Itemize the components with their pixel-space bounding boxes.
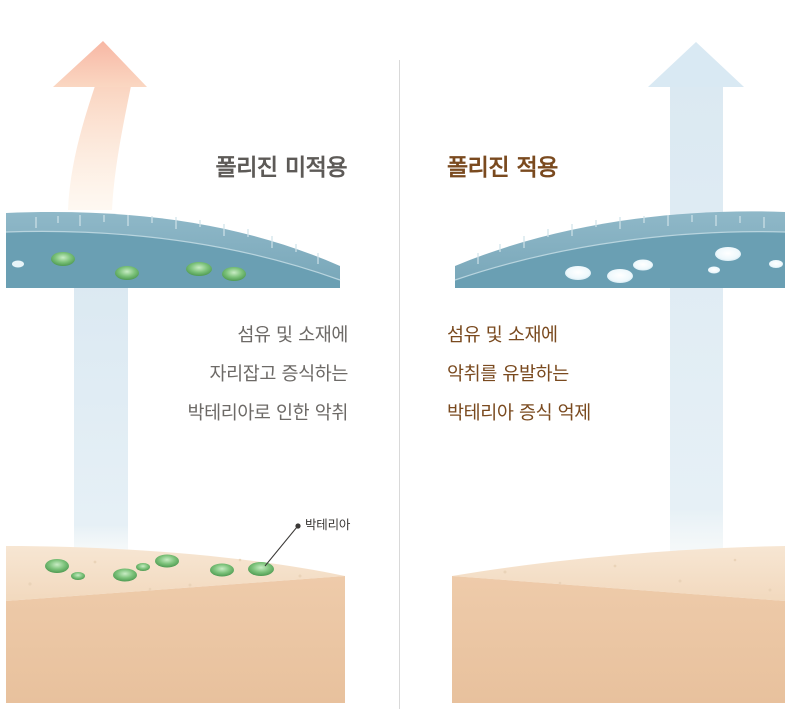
description-line: 섬유 및 소재에 xyxy=(237,325,348,346)
bacteria-dot xyxy=(136,563,150,571)
fabric-pore xyxy=(12,260,24,268)
transfer-beam-left xyxy=(74,282,128,552)
bacteria-dot xyxy=(71,572,85,580)
clean-bubble xyxy=(633,259,653,271)
clean-bubble xyxy=(607,269,633,283)
description-line: 악취를 유발하는 xyxy=(447,364,569,385)
bacteria-dot xyxy=(51,252,75,266)
skin-layer-left xyxy=(6,546,345,703)
clean-bubble xyxy=(708,266,720,274)
title-treated: 폴리진 적용 xyxy=(447,155,558,181)
bacteria-callout-leader xyxy=(264,523,301,567)
clean-bubble xyxy=(565,266,591,280)
clean-bubble xyxy=(715,247,741,261)
clean-air-arrow xyxy=(648,42,744,556)
description-line: 박테리아 증식 억제 xyxy=(447,403,591,424)
bacteria-dot xyxy=(222,267,246,281)
bacteria-dot xyxy=(115,266,139,280)
bacteria-dot xyxy=(210,563,234,577)
fabric-layer-untreated xyxy=(5,212,341,288)
description-line: 섬유 및 소재에 xyxy=(447,325,558,346)
bacteria-dot xyxy=(186,262,212,276)
title-untreated: 폴리진 미적용 xyxy=(215,155,348,181)
bacteria-callout-label: 박테리아 xyxy=(305,517,351,532)
description-untreated: 섬유 및 소재에 자리잡고 증식하는 박테리아로 인한 악취 xyxy=(187,316,348,433)
skin-layer-right xyxy=(452,546,785,703)
odor-arrow xyxy=(53,41,147,210)
fabric-layer-treated xyxy=(454,211,786,288)
description-line: 자리잡고 증식하는 xyxy=(209,364,349,385)
bacteria-dot xyxy=(113,568,137,582)
clean-bubble xyxy=(769,260,783,268)
bacteria-dot xyxy=(45,559,69,573)
description-treated: 섬유 및 소재에 악취를 유발하는 박테리아 증식 억제 xyxy=(447,316,591,433)
description-line: 박테리아로 인한 악취 xyxy=(187,403,348,424)
bacteria-dot xyxy=(155,554,179,568)
bacteria-dot xyxy=(248,562,274,576)
